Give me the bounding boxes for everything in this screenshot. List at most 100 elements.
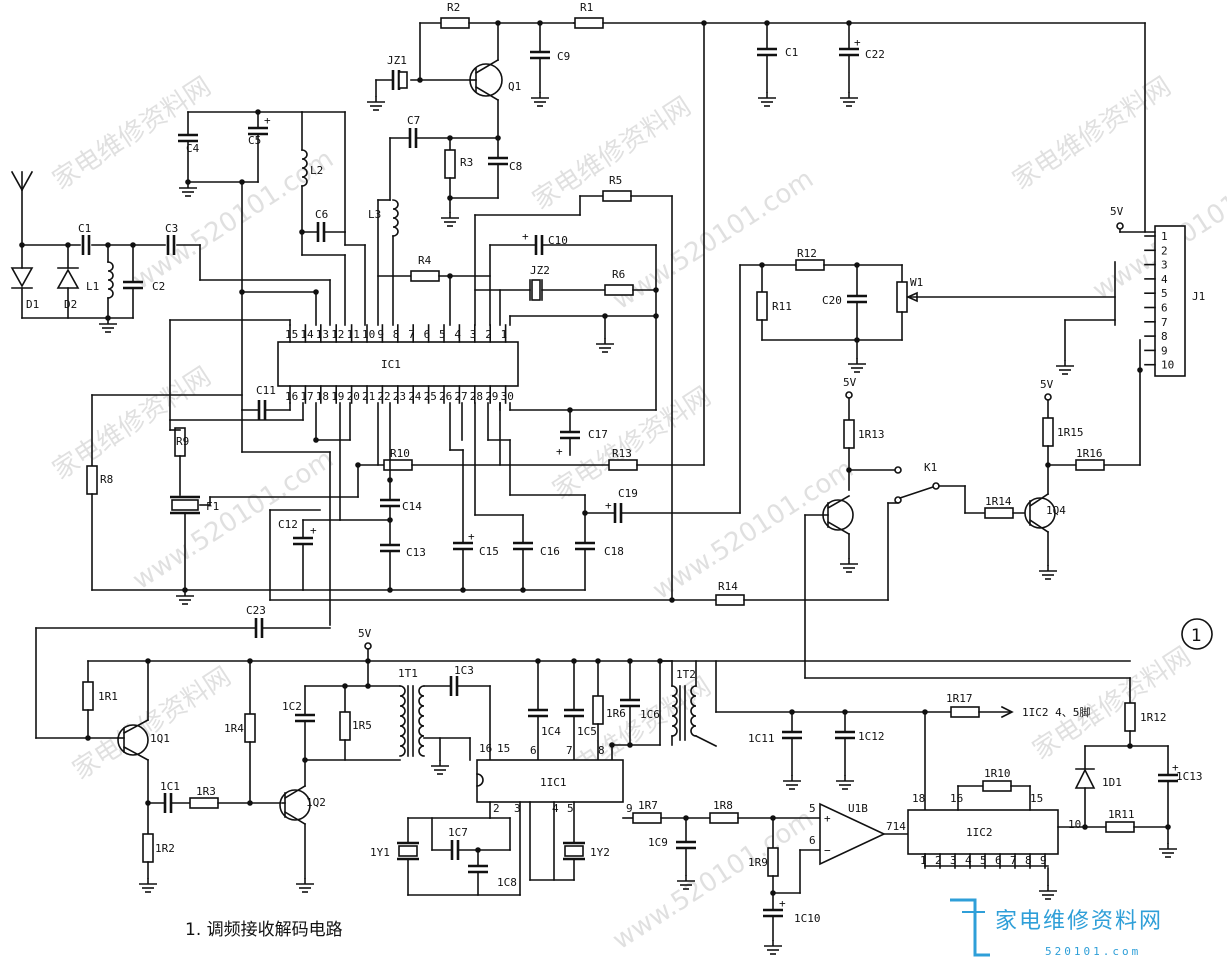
pin-16: 16 (950, 792, 963, 805)
label-1c12: 1C12 (858, 730, 885, 743)
oscillator: R2 JZ1 Q1 C9 C7 R3 (366, 1, 1146, 466)
j1-pin-number: 5 (1161, 287, 1168, 300)
ic-pin-number: 9 (377, 328, 384, 341)
1ic2-chip (907, 809, 1059, 855)
label-u1b-out: 714 (886, 820, 906, 833)
label-c14: C14 (402, 500, 422, 513)
vcc-label: 5V (843, 376, 857, 389)
ic-pin-number: 6 (424, 328, 431, 341)
transistor-1q1-icon (117, 724, 149, 756)
pin-5: 5 (567, 802, 574, 815)
ic-pin-number: 2 (935, 854, 942, 867)
ic-pin-number: 8 (393, 328, 400, 341)
ic-pin-number: 16 (285, 390, 298, 403)
label-c6: C6 (315, 208, 328, 221)
label-1c5: 1C5 (577, 725, 597, 738)
label-c12: C12 (278, 518, 298, 531)
label-r3: R3 (460, 156, 473, 169)
watermark-text: www.520101.com (647, 454, 859, 606)
label-1c7: 1C7 (448, 826, 468, 839)
ic-pin-number: 8 (1025, 854, 1032, 867)
label-r2: R2 (447, 1, 460, 14)
label-l3: L3 (368, 208, 381, 221)
ic-pin-number: 14 (300, 328, 314, 341)
ic-pin-number: 2 (485, 328, 492, 341)
ic-pin-number: 30 (501, 390, 514, 403)
diode-1d1-icon (1074, 768, 1096, 789)
label-c9: C9 (557, 50, 570, 63)
label-c1-supply: C1 (785, 46, 798, 59)
decoder-section: 5V 1R1 1Q1 1C1 1R3 1R2 (82, 627, 1203, 955)
label-l1: L1 (86, 280, 99, 293)
brand-logo: 家电维修资料网 520101.com (950, 898, 1163, 958)
label-c17: C17 (588, 428, 608, 441)
brand-name: 家电维修资料网 (995, 909, 1163, 934)
label-c15: C15 (479, 545, 499, 558)
ic-pin-number: 5 (439, 328, 446, 341)
transformer-1t1-icon (399, 685, 406, 757)
polarity-plus-icon: + (556, 445, 563, 458)
label-c5: C5 (248, 134, 261, 147)
diode-d1-icon (10, 267, 34, 288)
filter-f1-icon (171, 499, 199, 511)
volume-network: R12 R11 C20 W1 (756, 247, 1116, 373)
label-c1: C1 (78, 222, 91, 235)
polarity-plus-icon: + (779, 897, 786, 910)
label-1t1: 1T1 (398, 667, 418, 680)
ic1-top-network: R4 R5 + C10 JZ2 R6 (377, 174, 673, 601)
pin-7: 7 (566, 744, 573, 757)
label-c4: C4 (186, 142, 200, 155)
pin-6: 6 (809, 834, 816, 847)
label-j1: J1 (1192, 290, 1205, 303)
polarity-plus-icon: + (1172, 761, 1179, 774)
pin-15: 15 (497, 742, 510, 755)
label-1c2: 1C2 (282, 700, 302, 713)
ic-pin-number: 24 (408, 390, 422, 403)
label-r9: R9 (176, 435, 189, 448)
ic-pin-number: 23 (393, 390, 406, 403)
label-r6: R6 (612, 268, 625, 281)
label-1y1: 1Y1 (370, 846, 390, 859)
tank-circuit: C4 + C5 L2 C6 (176, 109, 366, 411)
label-1r6: 1R6 (606, 707, 626, 720)
label-1r5: 1R5 (352, 719, 372, 732)
diode-d2-icon (56, 268, 80, 289)
brand-logo-icon (950, 898, 990, 957)
label-jz2: JZ2 (530, 264, 550, 277)
label-c19: C19 (618, 487, 638, 500)
j1-pin-number: 9 (1161, 344, 1168, 357)
label-1c9: 1C9 (648, 836, 668, 849)
ground-icon (98, 317, 118, 333)
ic-pin-number: 29 (485, 390, 498, 403)
label-u1b: U1B (848, 802, 868, 815)
label-1ic2: 1IC2 (966, 826, 993, 839)
vcc-label: 5V (1040, 378, 1054, 391)
ic-pin-number: 10 (362, 328, 375, 341)
pin-2: 2 (493, 802, 500, 815)
ic1-bottom-network: C11 R9 F1 R8 + (35, 264, 889, 739)
ic-pin-number: 15 (285, 328, 298, 341)
switch-network: 5V 1R13 K1 1R14 1Q4 (804, 376, 1131, 679)
opamp-u1b-icon (819, 802, 886, 866)
label-1r8: 1R8 (713, 799, 733, 812)
ic-pin-number: 9 (1040, 854, 1047, 867)
j1-pin-number: 6 (1161, 302, 1168, 315)
label-c3: C3 (165, 222, 178, 235)
pin-3: 3 (514, 802, 521, 815)
pin-6: 6 (530, 744, 537, 757)
diagram-caption: 1. 调频接收解码电路 (185, 920, 343, 940)
label-jz1: JZ1 (387, 54, 407, 67)
label-1r11: 1R11 (1108, 808, 1135, 821)
label-k1: K1 (924, 461, 937, 474)
j1-pin-number: 4 (1161, 273, 1168, 286)
label-1r2: 1R2 (155, 842, 175, 855)
label-1c11: 1C11 (748, 732, 775, 745)
label-c20: C20 (822, 294, 842, 307)
crystal-1y2-icon (564, 845, 584, 857)
label-1r1: 1R1 (98, 690, 118, 703)
ic-pin-number: 26 (439, 390, 452, 403)
label-c22: C22 (865, 48, 885, 61)
pin-8: 8 (598, 744, 605, 757)
label-c18: C18 (604, 545, 624, 558)
